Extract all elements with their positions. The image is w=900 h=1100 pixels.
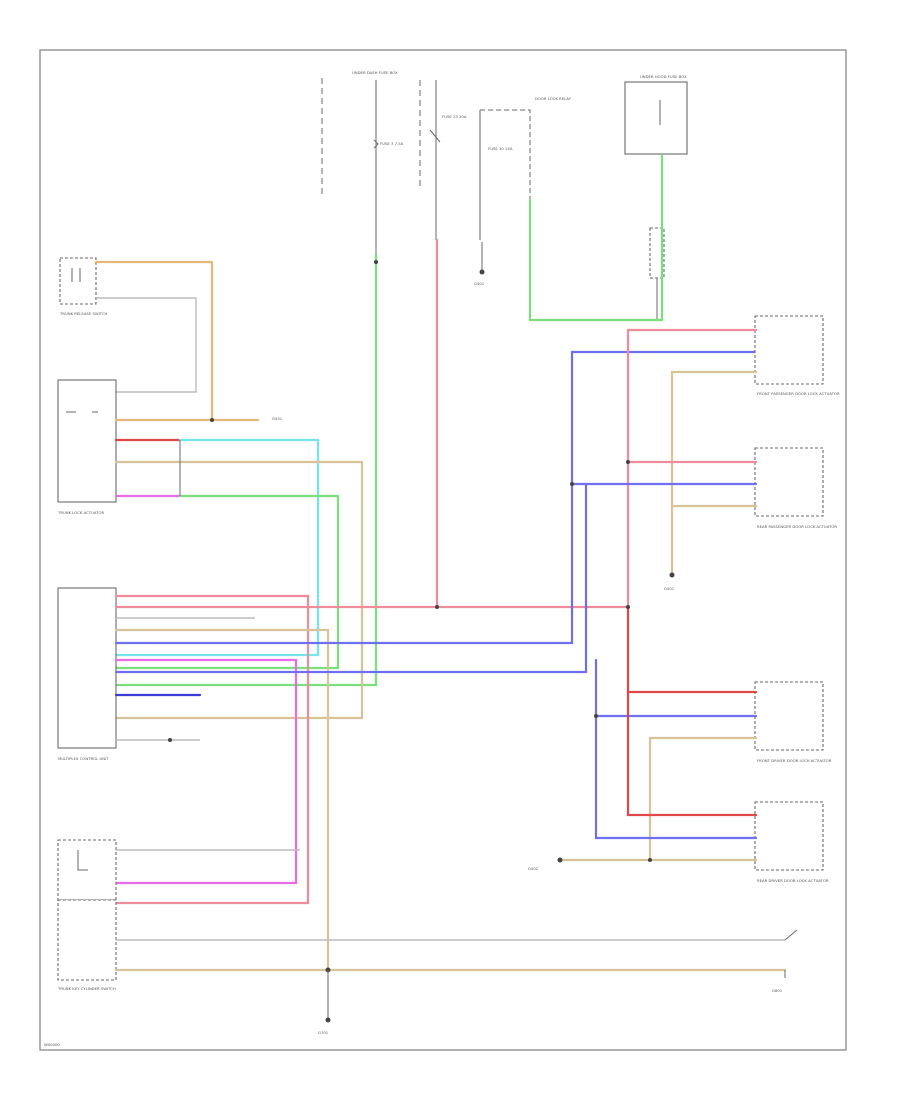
front-driver-door-lock-actuator: FRONT DRIVER DOOR LOCK ACTUATOR xyxy=(754,681,832,763)
trunk-relay xyxy=(649,227,665,320)
svg-text:G601: G601 xyxy=(772,988,783,993)
trunk-key-cylinder-switch: TRUNK KEY CYLINDER SWITCH xyxy=(57,899,117,991)
svg-text:FUSE 3 7.5A: FUSE 3 7.5A xyxy=(380,141,404,146)
wire-green-power xyxy=(114,253,378,687)
wire-grey-trunk xyxy=(96,297,197,393)
wire-orange-trunk xyxy=(94,260,214,422)
wire-tan-fd xyxy=(648,736,758,862)
svg-text:FRONT PASSENGER DOOR LOCK ACTU: FRONT PASSENGER DOOR LOCK ACTUATOR xyxy=(757,391,840,396)
svg-text:G551: G551 xyxy=(272,416,283,421)
diagram-frame xyxy=(39,49,847,1051)
wire-pink-fp xyxy=(626,328,758,609)
trunk-lock-actuator: TRUNK LOCK ACTUATOR xyxy=(57,379,117,515)
wire-blue-mcu-2 xyxy=(114,482,588,674)
door-lock-relay: DOOR LOCK RELAY FUSE 10 15A xyxy=(479,96,572,240)
rear-driver-door-lock-actuator: REAR DRIVER DOOR LOCK ACTUATOR xyxy=(754,801,829,883)
svg-text:G501: G501 xyxy=(664,586,675,591)
svg-text:G701: G701 xyxy=(318,1030,329,1035)
relay-ground: G401 xyxy=(474,242,485,286)
svg-text:REAR PASSENGER DOOR LOCK ACTUA: REAR PASSENGER DOOR LOCK ACTUATOR xyxy=(757,524,837,529)
svg-text:TRUNK RELEASE SWITCH: TRUNK RELEASE SWITCH xyxy=(59,311,107,316)
svg-text:MULTIPLEX CONTROL UNIT: MULTIPLEX CONTROL UNIT xyxy=(58,756,109,761)
svg-text:G502: G502 xyxy=(528,866,539,871)
trunk-ground-switch: G601 xyxy=(772,929,798,993)
diagram-code: W00000 xyxy=(44,1042,60,1047)
ground-bottom: G701 xyxy=(318,970,331,1035)
wire-cyan-actuator xyxy=(114,438,320,657)
wire-green-relay xyxy=(528,153,664,322)
multiplex-control-unit: MULTIPLEX CONTROL UNIT xyxy=(57,587,117,761)
wire-tan-actuator xyxy=(114,460,364,720)
wire-magenta-mcu-1 xyxy=(114,658,298,885)
wire-green-actuator xyxy=(114,494,340,670)
svg-text:UNDER DASH FUSE BOX: UNDER DASH FUSE BOX xyxy=(352,70,398,75)
driver-door-lock-switch xyxy=(57,839,117,901)
svg-text:DOOR LOCK RELAY: DOOR LOCK RELAY xyxy=(535,96,572,101)
svg-text:G401: G401 xyxy=(474,281,485,286)
svg-text:FUSE 23 20A: FUSE 23 20A xyxy=(442,114,467,119)
trunk-release-switch: TRUNK RELEASE SWITCH xyxy=(59,257,107,316)
svg-text:REAR DRIVER DOOR LOCK ACTUATOR: REAR DRIVER DOOR LOCK ACTUATOR xyxy=(757,878,829,883)
svg-text:FUSE 10 15A: FUSE 10 15A xyxy=(488,146,513,151)
fuse-box-under-dash-2: FUSE 23 20A xyxy=(419,80,467,240)
rear-passenger-door-lock-actuator: REAR PASSENGER DOOR LOCK ACTUATOR xyxy=(754,447,837,529)
wire-blue-rd xyxy=(594,658,758,840)
wire-tan-mcu xyxy=(114,628,330,972)
wire-tan-fp xyxy=(670,370,758,577)
svg-text:TRUNK KEY CYLINDER SWITCH: TRUNK KEY CYLINDER SWITCH xyxy=(57,986,116,991)
wire-red-fd xyxy=(626,605,758,694)
splice-points xyxy=(374,260,652,862)
svg-text:UNDER HOOD FUSE BOX: UNDER HOOD FUSE BOX xyxy=(640,74,687,79)
front-passenger-door-lock-actuator: FRONT PASSENGER DOOR LOCK ACTUATOR xyxy=(754,315,840,396)
wire-pink-mcu-1 xyxy=(114,594,310,905)
svg-text:TRUNK LOCK ACTUATOR: TRUNK LOCK ACTUATOR xyxy=(57,510,104,515)
wire-red-rd xyxy=(626,690,758,817)
svg-text:FRONT DRIVER DOOR LOCK ACTUATO: FRONT DRIVER DOOR LOCK ACTUATOR xyxy=(757,758,832,763)
fuse-box-under-dash: UNDER DASH FUSE BOX FUSE 3 7.5A xyxy=(321,70,404,255)
fuse-box-under-hood: UNDER HOOD FUSE BOX xyxy=(624,74,688,155)
wire-blue-main xyxy=(114,350,758,645)
